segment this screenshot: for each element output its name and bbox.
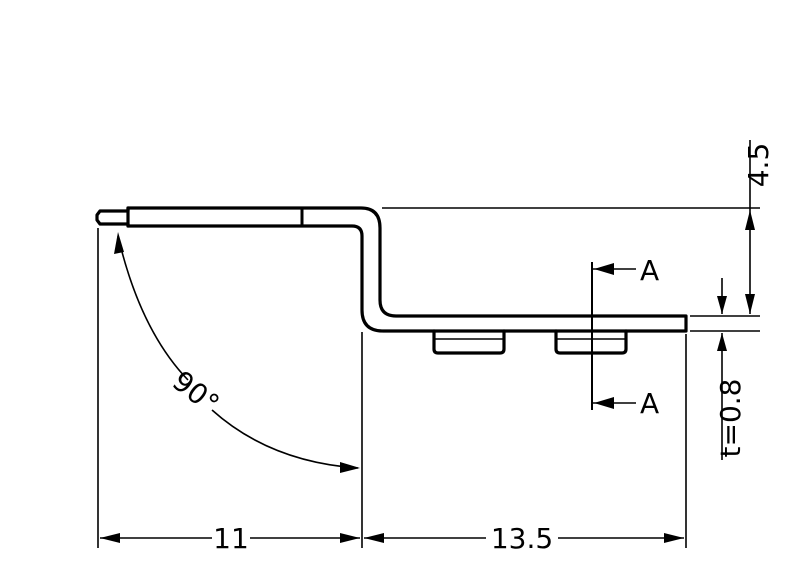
foot-left <box>432 329 506 355</box>
bracket-profile <box>95 206 688 355</box>
section-label-top: A <box>640 254 659 287</box>
section-marker: A A <box>591 254 659 420</box>
dimension-11-label: 11 <box>213 522 249 555</box>
dimension-4-5-label: 4.5 <box>742 143 775 188</box>
dimension-13-5: 13.5 <box>364 522 684 555</box>
section-label-bottom: A <box>640 387 659 420</box>
dimension-11: 11 <box>100 522 360 555</box>
dimension-13-5-label: 13.5 <box>491 522 553 555</box>
bracket-outline <box>95 206 688 333</box>
dimension-angle: 90° <box>114 232 360 473</box>
angle-label: 90° <box>166 364 225 421</box>
dimension-4-5: 4.5 <box>742 140 775 314</box>
dimension-thickness: t=0.8 <box>714 278 747 460</box>
extension-lines <box>97 207 760 548</box>
dimension-thickness-label: t=0.8 <box>714 379 747 458</box>
